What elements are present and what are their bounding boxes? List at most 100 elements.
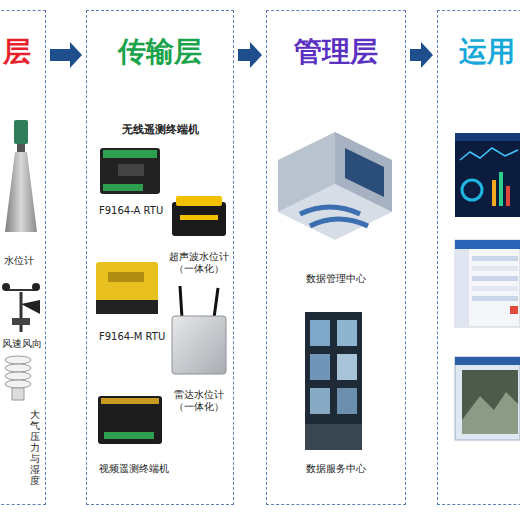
screen (310, 388, 330, 414)
bar (499, 172, 503, 206)
device-label: 水位计 (4, 255, 34, 267)
dashboard-screenshot (455, 133, 520, 217)
floor (305, 424, 362, 450)
layer-panel: 层水位计风速风向大气压力与湿度 (0, 10, 46, 505)
rtu-a (100, 148, 160, 194)
anemometer-pole (20, 292, 23, 332)
bar (492, 180, 496, 206)
anemometer-cup (32, 283, 40, 291)
status-mark (510, 306, 518, 314)
terminal-body (98, 396, 162, 444)
anemometer-cup (2, 283, 10, 291)
photo-ground (305, 312, 362, 450)
flow-arrow (238, 42, 262, 68)
shield-plate (5, 380, 31, 388)
layer-panel: 运用 (437, 10, 520, 505)
radar-level-gauge (5, 120, 37, 232)
chart-line (460, 148, 518, 160)
bar (506, 186, 510, 206)
wind-vane (21, 300, 40, 314)
screen (337, 320, 357, 346)
gauge-body (172, 316, 226, 374)
screen-ground (455, 133, 520, 217)
ultrasonic-gauge (172, 196, 226, 236)
table-row (472, 286, 518, 291)
table-row (472, 266, 518, 271)
center-label: 数据服务中心 (267, 463, 405, 475)
desk (300, 207, 360, 214)
server-room-photo (305, 312, 362, 450)
terminal-ports (104, 432, 154, 439)
arrow-shape (238, 42, 262, 68)
anemometer-base (12, 318, 30, 325)
rtu-label (108, 272, 144, 282)
screen (337, 388, 357, 414)
screen-header (455, 240, 520, 249)
screen-header (455, 357, 520, 365)
gauge-ring (462, 180, 482, 200)
device-label: 风速风向 (2, 338, 42, 350)
rtu-terminals (103, 184, 143, 191)
shield-plate (5, 364, 31, 372)
anemometer (2, 283, 40, 332)
video-screenshot (455, 357, 520, 440)
arrow-shape (50, 42, 82, 68)
room-wall (278, 132, 335, 212)
anemometer-arm (6, 289, 36, 291)
screen-ground (455, 357, 520, 440)
video-frame (462, 370, 518, 434)
gauge-neck (17, 144, 25, 152)
room-wall (335, 132, 392, 212)
flow-arrow (50, 42, 82, 68)
rtu-terminals (103, 150, 157, 158)
center-label: 数据管理中心 (267, 273, 405, 285)
gauge-horn (5, 152, 37, 232)
flow-arrow (410, 42, 433, 68)
radar-gauge (172, 286, 226, 374)
screen-header (455, 133, 520, 141)
shield-plate (5, 356, 31, 364)
video-terminal (98, 396, 162, 444)
device-label: 雷达水位计 （一体化） (165, 389, 233, 413)
video-wall (345, 148, 384, 197)
shield-base (12, 388, 24, 400)
antenna (214, 288, 218, 318)
rtu-side (96, 300, 158, 314)
device-label: F9164-A RTU (99, 205, 163, 217)
antenna (180, 286, 182, 318)
layer-panel: 管理层数据管理中心数据服务中心 (266, 10, 406, 505)
side-menu (455, 249, 469, 327)
terminal-strip (101, 398, 159, 404)
layer-heading: 层 (3, 35, 31, 69)
rtu-body (100, 148, 160, 194)
video-scene (462, 392, 518, 434)
screen-ground (455, 240, 520, 327)
shield-plate (5, 372, 31, 380)
table-row (472, 276, 518, 281)
layer-heading: 传输层 (87, 35, 233, 69)
group-title: 无线遥测终端机 (87, 123, 233, 136)
gauge-top (176, 196, 222, 206)
gauge-band (180, 215, 218, 220)
gauge-head (14, 120, 28, 144)
gauge-body (172, 202, 226, 236)
screen (310, 354, 330, 380)
rtu-label (118, 164, 144, 176)
control-room (278, 132, 392, 240)
table-row (472, 256, 518, 261)
layer-panel: 传输层无线遥测终端机 F9164-A RTU 超声波水位计 （一体化） F9164-M… (86, 10, 234, 505)
arrow-shape (410, 42, 433, 68)
table-row (472, 296, 518, 301)
screen (337, 354, 357, 380)
device-label: 视频遥测终端机 (99, 463, 169, 475)
rtu-m (96, 262, 158, 314)
rtu-body (96, 262, 158, 314)
layer-heading: 管理层 (267, 35, 405, 69)
weather-shield (5, 356, 31, 400)
device-label: 超声波水位计 （一体化） (165, 251, 233, 275)
device-label: 大气压力与湿度 (30, 409, 40, 486)
device-label: F9164-M RTU (99, 331, 165, 343)
desk (310, 219, 368, 226)
